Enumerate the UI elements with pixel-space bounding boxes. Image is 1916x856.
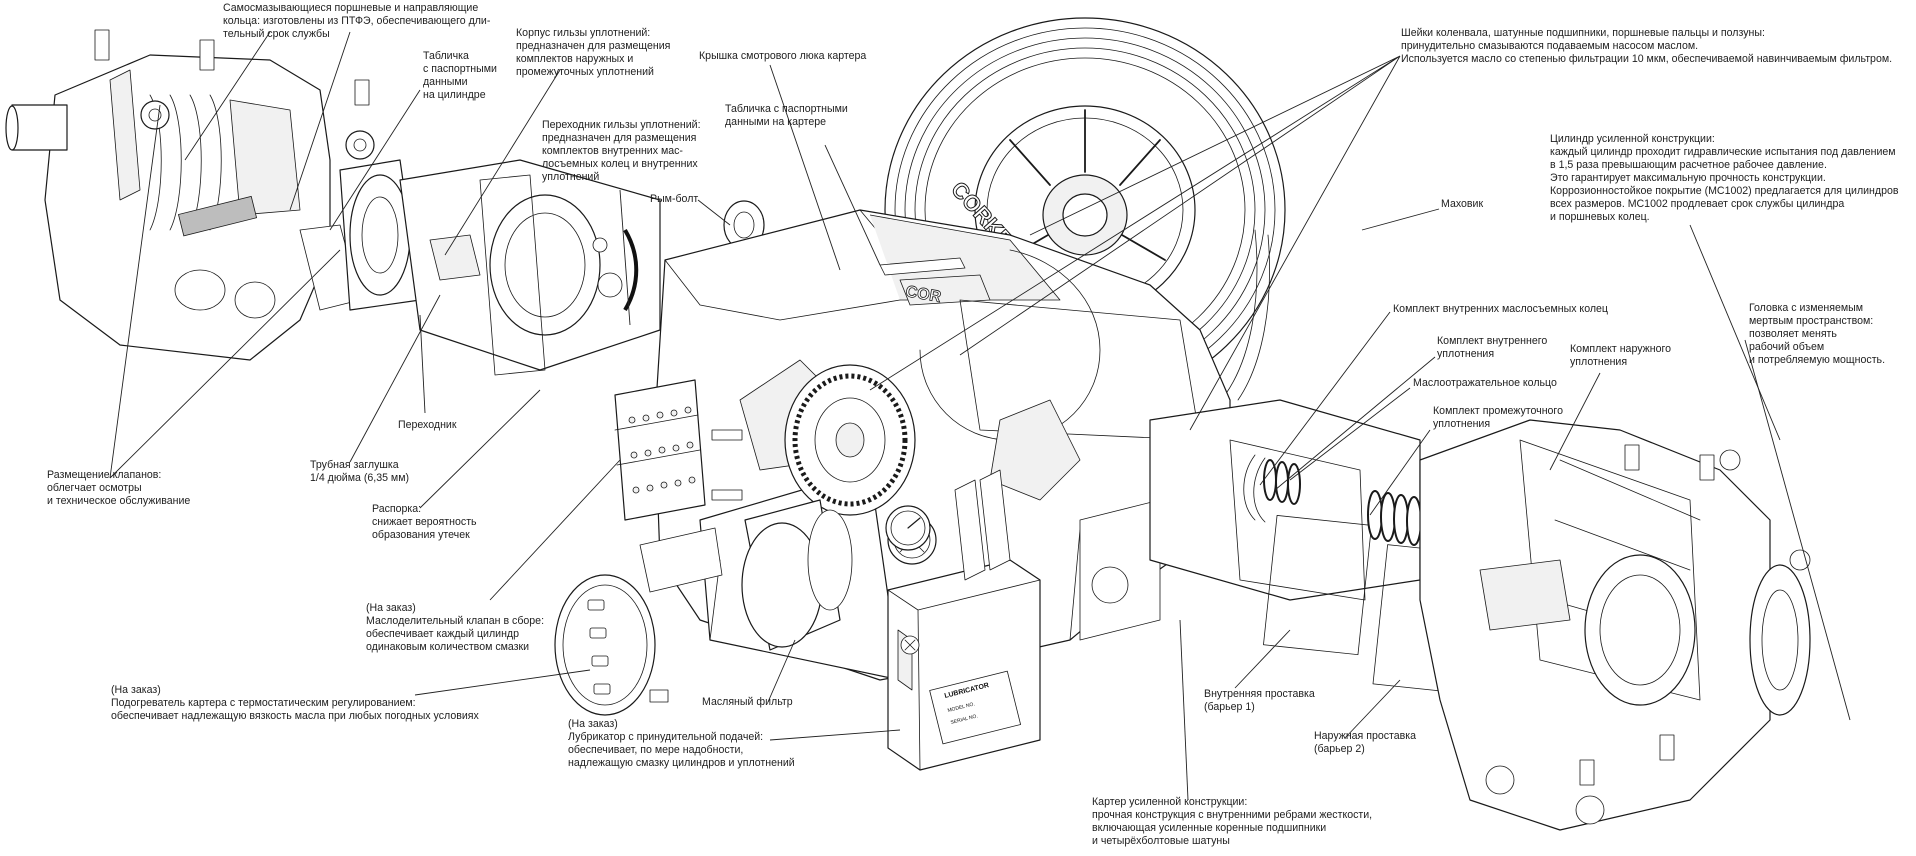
label-cylinder-nameplate: Табличка с паспортными данными на цилинд… <box>423 50 497 101</box>
label-valve-placement: Размещение клапанов: облегчает осмотры и… <box>47 469 191 507</box>
label-outer-distance-piece: Наружная проставка (барьер 2) <box>1314 730 1417 755</box>
crankcase-heater-drawing <box>554 527 723 716</box>
divider-valve-drawing <box>614 379 743 521</box>
label-oil-deflector: Маслоотражательное кольцо <box>1413 377 1557 389</box>
left-distance-piece-drawing <box>399 159 661 376</box>
label-lubricator: (На заказ) Лубрикатор с принудительной п… <box>568 718 795 769</box>
label-inner-packing: Комплект внутреннего уплотнения <box>1437 335 1548 360</box>
oil-filter-drawing <box>741 499 853 651</box>
label-heavy-cylinder: Цилиндр усиленной конструкции: каждый ци… <box>1550 133 1899 223</box>
lubricator-drawing: LUBRICATOR MODEL NO. SERIAL NO. <box>887 469 1041 771</box>
label-oil-filter: Масляный фильтр <box>702 696 793 708</box>
label-variable-head: Головка с изменяемым мертвым пространств… <box>1749 302 1886 366</box>
label-divider-valve: (На заказ) Маслоделительный клапан в сбо… <box>366 602 545 653</box>
label-inner-distance-piece: Внутренняя проставка (барьер 1) <box>1204 688 1315 713</box>
label-crankcase-heater: (На заказ) Подогреватель картера с термо… <box>111 684 479 722</box>
label-outer-packing: Комплект наружного уплотнения <box>1570 343 1671 368</box>
crankcase-brand-text: COR <box>904 283 942 306</box>
label-packing-adapter: Переходник гильзы уплотнений: предназнач… <box>542 119 701 183</box>
label-distance-piece: Распорка: снижает вероятность образовани… <box>372 503 477 541</box>
pressure-gauge-drawing <box>885 505 931 551</box>
label-eye-bolt: Рым-болт <box>650 193 699 205</box>
right-distance-piece-drawing <box>1149 399 1498 696</box>
label-intermediate-packing: Комплект промежуточного уплотнения <box>1433 405 1563 430</box>
right-cylinder-drawing <box>1419 419 1811 831</box>
leader-lines <box>109 31 1851 801</box>
label-crankcase-nameplate: Табличка с паспортными данными на картер… <box>725 103 848 128</box>
label-flywheel: Маховик <box>1441 198 1484 210</box>
label-inspection-cover: Крышка смотрового люка картера <box>699 50 867 62</box>
label-pipe-plug: Трубная заглушка 1/4 дюйма (6,35 мм) <box>310 459 410 484</box>
label-adapter: Переходник <box>398 419 457 431</box>
label-inner-oil-rings: Комплект внутренних маслосъемных колец <box>1393 303 1608 315</box>
label-heavy-crankcase: Картер усиленной конструкции: прочная ко… <box>1092 796 1373 847</box>
label-crankshaft-journals: Шейки коленвала, шатунные подшипники, по… <box>1401 27 1893 65</box>
label-packing-barrel: Корпус гильзы уплотнений: предназначен д… <box>516 27 671 78</box>
left-cylinder-drawing <box>5 29 421 361</box>
label-self-lubricating-rings: Самосмазывающиеся поршневые и направляющ… <box>223 2 491 40</box>
